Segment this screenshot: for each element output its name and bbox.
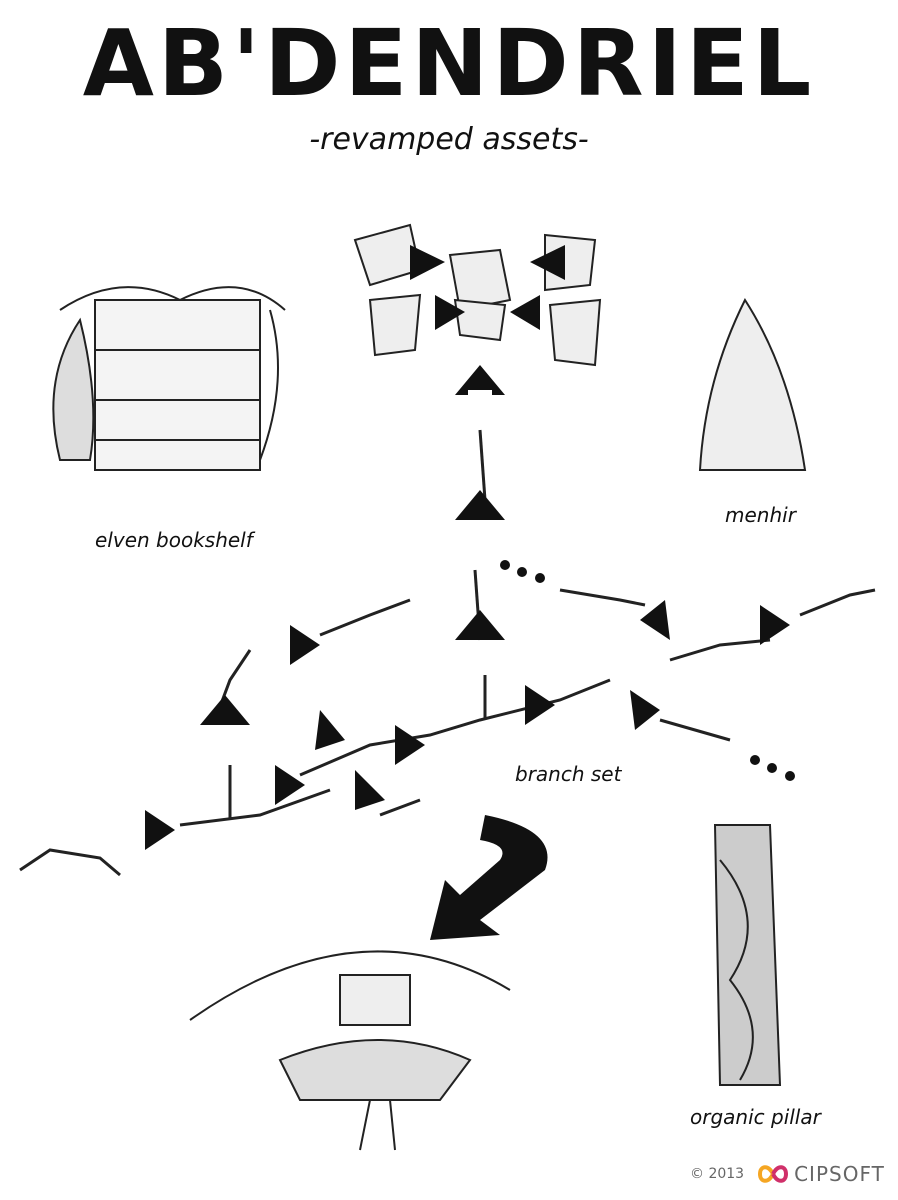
arrow-icon xyxy=(200,695,250,725)
treehouse-drawing xyxy=(189,950,511,1151)
arrow-icon xyxy=(455,610,505,640)
arrow-icon xyxy=(630,690,660,730)
arrow-icon xyxy=(315,710,345,750)
branch-set-drawing xyxy=(19,429,876,877)
arrow-icon xyxy=(410,245,445,280)
arrow-icon xyxy=(290,625,320,665)
label-branch-set: branch set xyxy=(515,762,622,786)
cipsoft-logo: CIPSOFT xyxy=(758,1162,885,1186)
arrow-icon xyxy=(355,770,385,810)
label-organic-pillar: organic pillar xyxy=(690,1105,821,1129)
brand-name: CIPSOFT xyxy=(794,1162,885,1186)
label-elven-bookshelf: elven bookshelf xyxy=(95,528,253,552)
big-arrow-icon xyxy=(430,815,548,940)
arrow-icon xyxy=(510,295,540,330)
elven-bookshelf-drawing xyxy=(52,286,286,471)
menhir-drawing xyxy=(698,297,807,471)
organic-pillar-drawing xyxy=(713,824,782,1086)
arrow-icon xyxy=(760,605,790,645)
arrow-icon xyxy=(530,245,565,280)
arrow-icon xyxy=(275,765,305,805)
arrow-icon xyxy=(455,365,505,395)
page-subtitle: -revamped assets- xyxy=(309,122,589,157)
copyright: © 2013 xyxy=(690,1166,745,1182)
footer: © 2013 CIPSOFT xyxy=(690,1162,885,1186)
arrow-icon xyxy=(435,295,465,330)
arrow-icon xyxy=(525,685,555,725)
arrows xyxy=(145,245,795,940)
cipsoft-infinity-icon xyxy=(758,1165,789,1183)
arrow-icon xyxy=(395,725,425,765)
arrow-icon xyxy=(455,490,505,520)
arrow-icon xyxy=(145,810,175,850)
page-title: AB'DENDRIEL xyxy=(82,10,816,117)
arrow-icon xyxy=(640,600,670,640)
label-menhir: menhir xyxy=(725,503,796,527)
